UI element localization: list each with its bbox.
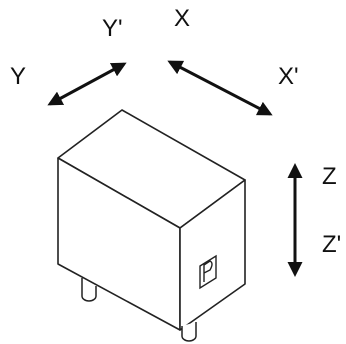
label-y: Y <box>10 63 26 90</box>
box-feet <box>81 278 197 342</box>
logo-icon <box>199 254 217 290</box>
foot-left <box>81 278 97 302</box>
label-z-prime: Z' <box>322 231 341 258</box>
x-axis-arrow <box>167 60 273 116</box>
label-x-prime: X' <box>278 63 299 90</box>
foot-front <box>181 322 197 342</box>
label-y-prime: Y' <box>102 15 123 42</box>
label-z: Z <box>322 163 337 190</box>
box <box>57 109 246 331</box>
box-right-face <box>179 179 246 331</box>
y-axis-arrow <box>47 62 127 106</box>
label-x: X <box>174 5 190 32</box>
